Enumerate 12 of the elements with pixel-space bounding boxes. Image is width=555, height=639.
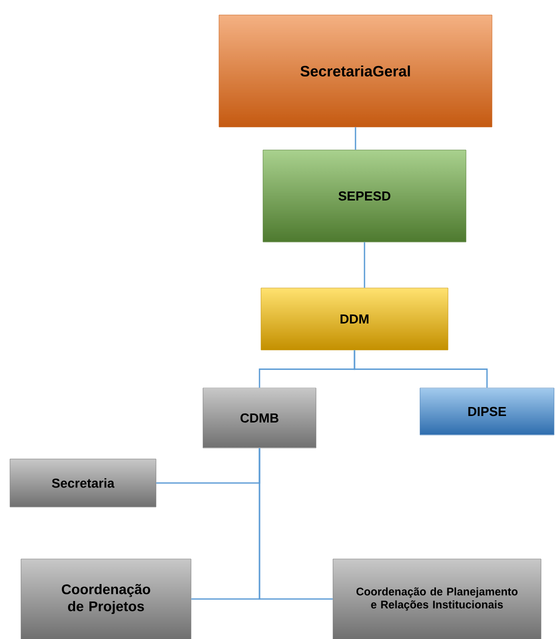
connector-line: [354, 127, 356, 150]
org-box: Secretaria: [10, 458, 156, 508]
connector-line: [258, 448, 333, 600]
org-box: DDM: [260, 288, 448, 350]
connector-line: [364, 242, 366, 288]
org-box: SecretariaGeral: [218, 14, 492, 128]
org-box: DIPSE: [420, 388, 554, 436]
connector-line: [354, 350, 488, 388]
org-box: Coordenação de Planejamento e Relações Institucionais: [332, 558, 542, 639]
org-box: Coordenação de Projetos: [20, 558, 192, 639]
org-box: CDMB: [202, 388, 316, 448]
org-box: SEPESD: [262, 150, 466, 242]
